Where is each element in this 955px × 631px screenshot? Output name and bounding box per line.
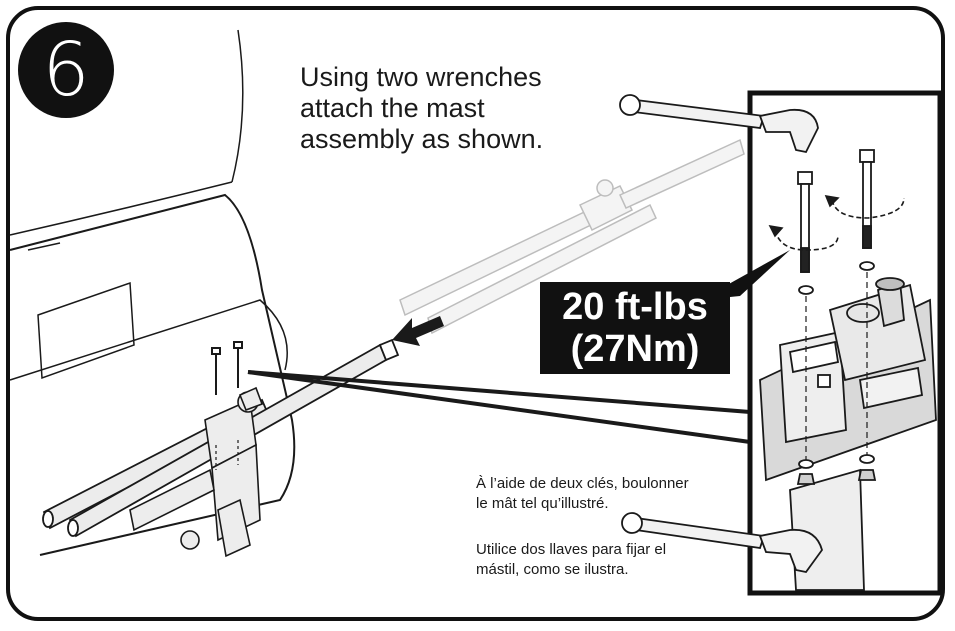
torque-spec-box: 20 ft-lbs (27Nm) (540, 282, 730, 374)
hitch-assembly-small (129, 386, 264, 558)
instruction-spanish: Utilice dos llaves para fijar el mástil,… (476, 541, 667, 578)
torque-value-metric: (27Nm) (570, 328, 700, 370)
bolt-icon (796, 149, 877, 485)
wrench-icon (621, 512, 823, 573)
step-number-badge: 6 (18, 22, 114, 118)
instruction-panel (6, 6, 945, 621)
detail-receiver (759, 277, 937, 591)
rotation-arrow-icon (768, 194, 905, 251)
bolts-small (211, 341, 243, 470)
wrench-icon (619, 94, 819, 154)
callout-lines (247, 370, 751, 444)
torque-value-imperial: 20 ft-lbs (562, 286, 708, 328)
step-number: 6 (42, 27, 90, 113)
vehicle-rear (9, 29, 296, 556)
instruction-french: À l’aide de deux clés, boulonner le mât … (476, 475, 689, 512)
instruction-english: Using two wrenches attach the mast assem… (300, 62, 544, 154)
insert-arrow-icon (392, 316, 444, 346)
